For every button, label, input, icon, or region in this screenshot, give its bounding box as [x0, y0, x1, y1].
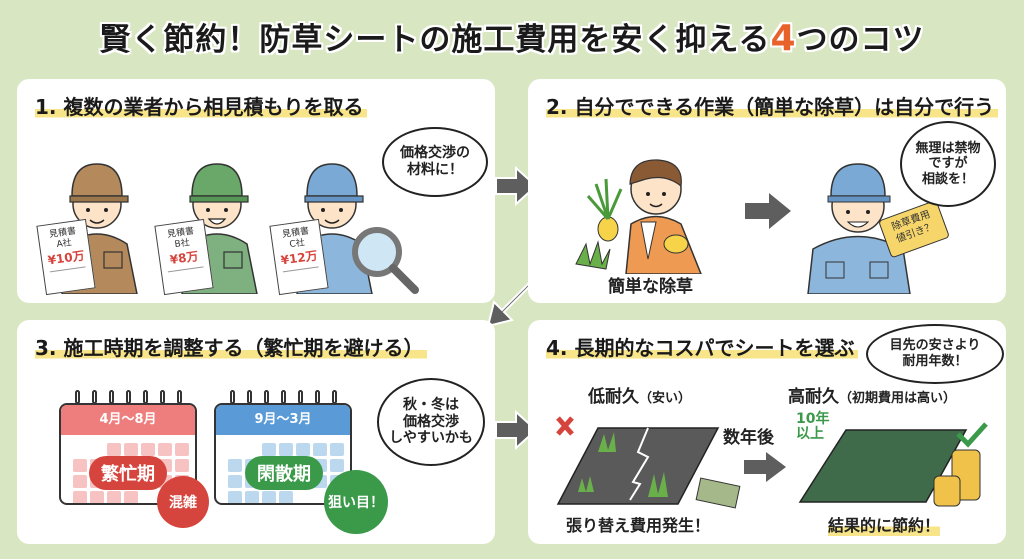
arrow-right-icon: [744, 452, 786, 482]
calendar-day: [141, 443, 155, 456]
arrow-down-left-icon: [486, 280, 534, 328]
arrow-right-icon: [745, 193, 791, 229]
label-text: 低耐久: [588, 387, 639, 407]
bubble-text: 目先の安さより 耐用年数！: [889, 338, 981, 369]
label-text: 高耐久: [788, 387, 839, 407]
panel-title: 1. 複数の業者から相見積もりを取る: [35, 91, 368, 120]
calendar-day: [124, 491, 138, 503]
durable-sheet-illustration: [798, 422, 988, 507]
target-badge: 狙い目！: [324, 470, 388, 534]
calendar-rings: [230, 390, 337, 404]
bubble-text: 価格交渉の 材料に！: [400, 145, 470, 178]
low-durability-label: 低耐久（安い）: [588, 382, 691, 407]
title-text: 賢く節約！防草シートの施工費用を安く抑える: [99, 22, 771, 58]
years-label: 10年 以上: [796, 411, 830, 442]
calendar-day: [228, 491, 242, 503]
calendar-rings: [75, 390, 182, 404]
x-mark-icon: [556, 416, 574, 436]
bubble-text: 無理は禁物 ですが 相談を！: [915, 140, 981, 187]
tip-panel-2: 2. 自分でできる作業（簡単な除草）は自分で行う 簡単な除草 除草費用 値引き？…: [528, 79, 1006, 303]
calendar-months: 4月〜8月: [61, 405, 195, 435]
speech-bubble: 無理は禁物 ですが 相談を！: [900, 121, 996, 207]
calendar-day: [279, 443, 293, 456]
contractor-illustration: [807, 163, 911, 294]
calendar-day: [158, 443, 172, 456]
calendar-day: [330, 459, 344, 472]
tip-panel-4: 4. 長期的なコスパでシートを選ぶ 目先の安さより 耐用年数！ 低耐久（安い） …: [528, 320, 1006, 544]
calendar-day: [228, 443, 242, 456]
calendar-day: [90, 491, 104, 503]
busy-season-label: 繁忙期: [89, 456, 167, 490]
estimate-doc-a: 見積書 A社 ¥10万: [36, 218, 96, 296]
worker-b-illustration: [181, 163, 258, 294]
panel-title: 3. 施工時期を調整する（繁忙期を避ける）: [35, 332, 428, 361]
calendar-day: [262, 491, 276, 503]
calendar-day: [90, 443, 104, 456]
calendar-months: 9月〜3月: [216, 405, 350, 435]
calendar-day: [228, 475, 242, 488]
calendar-day: [313, 443, 327, 456]
title-suffix: つのコツ: [796, 22, 925, 58]
calendar-day: [175, 459, 189, 472]
calendar-day: [124, 443, 138, 456]
replacement-cost-caption: 張り替え費用発生！: [566, 516, 711, 535]
calendar-day: [73, 491, 87, 503]
speech-bubble: 目先の安さより 耐用年数！: [866, 324, 1004, 384]
calendar-day: [141, 491, 155, 503]
calendar-day: [175, 443, 189, 456]
calendar-day: [228, 459, 242, 472]
title-number: 4: [770, 18, 797, 59]
off-season-label: 閑散期: [245, 456, 323, 490]
calendar-day: [296, 443, 310, 456]
calendar-day: [73, 443, 87, 456]
crowded-badge: 混雑: [157, 476, 209, 528]
coins-icon: [933, 449, 981, 507]
calendar-day: [279, 491, 293, 503]
arrow-right-icon: [495, 166, 538, 206]
savings-caption: 結果的に節約！: [828, 512, 941, 536]
label-note: （初期費用は高い）: [839, 391, 957, 406]
arrow-right-icon: [495, 410, 538, 450]
estimate-doc-b: 見積書 B社 ¥8万: [154, 218, 214, 296]
calendar-day: [107, 443, 121, 456]
speech-bubble: 価格交渉の 材料に！: [382, 127, 488, 197]
panel-title: 4. 長期的なコスパでシートを選ぶ: [546, 332, 859, 361]
money-icon: [695, 477, 741, 509]
calendar-day: [73, 459, 87, 472]
calendar-day: [245, 491, 259, 503]
check-icon: [956, 422, 988, 448]
page-title: 賢く節約！防草シートの施工費用を安く抑える4つのコツ: [0, 14, 1024, 59]
weeding-person-illustration: [575, 159, 702, 274]
tip-panel-3: 3. 施工時期を調整する（繁忙期を避ける） 4月〜8月 繁忙期 混雑 9月〜3月…: [17, 320, 495, 544]
weeding-caption: 簡単な除草: [608, 277, 693, 297]
label-note: （安い）: [639, 391, 692, 406]
calendar-day: [296, 491, 310, 503]
magnifier-icon: [352, 227, 402, 277]
tip-panel-1: 1. 複数の業者から相見積もりを取る 見積書 A社 ¥10万 見積書 B社 ¥8…: [17, 79, 495, 303]
estimate-doc-c: 見積書 C社 ¥12万: [269, 218, 329, 296]
calendar-offseason: 9月〜3月: [214, 403, 352, 505]
panel-title: 2. 自分でできる作業（簡単な除草）は自分で行う: [546, 91, 999, 120]
calendar-day: [73, 475, 87, 488]
high-durability-label: 高耐久（初期費用は高い）: [788, 382, 956, 407]
calendar-day: [330, 443, 344, 456]
calendar-day: [107, 491, 121, 503]
bubble-text: 秋・冬は 価格交渉 しやすいかも: [389, 396, 473, 447]
speech-bubble: 秋・冬は 価格交渉 しやすいかも: [377, 378, 485, 466]
transition-label: 数年後: [723, 428, 774, 448]
cheap-sheet-illustration: [556, 416, 741, 509]
calendar-day: [245, 443, 259, 456]
calendar-day: [262, 443, 276, 456]
